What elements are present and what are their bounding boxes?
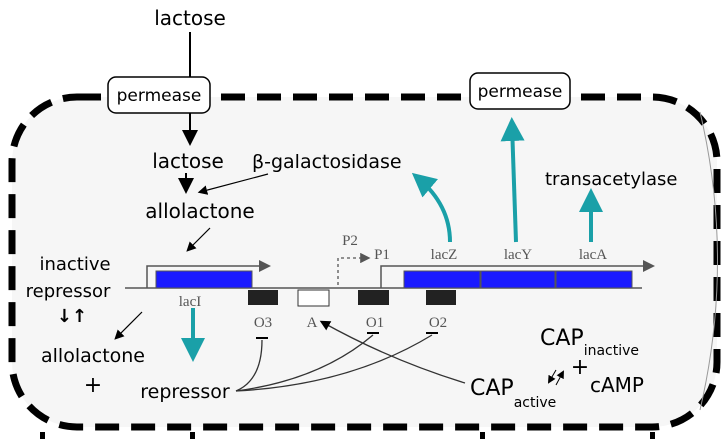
cap-equilibrium-arrows [547, 369, 564, 386]
beta-gal-arrow [197, 173, 269, 195]
lacA-label: lacA [579, 247, 607, 263]
inactive-repressor-line2: repressor [26, 281, 111, 302]
P2-promoter-arrow [337, 252, 371, 285]
permease-left-box [107, 76, 211, 114]
allolactone-arrow [186, 227, 211, 252]
lactose-inside-label: lactose [152, 149, 224, 173]
allolactone-top-label: allolactone [145, 199, 254, 223]
lacI-label: lacI [179, 294, 201, 310]
operator-O1 [358, 290, 389, 305]
permease-left-label: permease [117, 86, 202, 106]
lactose-outside-label: lactose [154, 6, 226, 30]
O1-label: O1 [366, 315, 384, 331]
lacZ-gene [403, 270, 481, 289]
lacY-label: lacY [504, 247, 532, 263]
O3-label: O3 [254, 315, 272, 331]
equilibrium-arrows: ↓↑ [57, 306, 87, 327]
permease-right-label: permease [478, 82, 563, 102]
P1-label: P1 [374, 247, 390, 263]
dissociation-arrow [114, 311, 143, 340]
P1-promoter-arrow [380, 260, 655, 288]
lacA-gene [555, 270, 633, 289]
permease-right-box [469, 72, 571, 110]
P2-label: P2 [342, 233, 358, 249]
plus-right: + [571, 355, 589, 380]
lacY-gene [480, 270, 556, 289]
O2-label: O2 [429, 315, 447, 331]
lacY-product-arrow [500, 117, 525, 243]
plus-left: + [84, 373, 102, 398]
inhibition-bars [256, 332, 438, 339]
cap-to-A-arrow [319, 320, 466, 384]
beta-galactosidase-label: β-galactosidase [252, 151, 402, 173]
lacI-gene [155, 270, 253, 289]
lacZ-label: lacZ [431, 247, 458, 263]
camp-label: cAMP [590, 373, 644, 397]
allolactone-bottom-label: allolactone [41, 345, 145, 367]
lacI-promoter-arrow [146, 260, 271, 288]
outer-arc [699, 111, 718, 411]
transacetylase-label: transacetylase [545, 169, 677, 190]
repressor-inhibition-lines [235, 334, 433, 392]
operator-O3 [248, 290, 278, 305]
cap-active-label: CAPactive [470, 376, 556, 411]
operator-O2 [426, 290, 456, 305]
repressor-label: repressor [140, 381, 230, 403]
cap-inactive-label: CAPinactive [540, 326, 639, 359]
bottom-dashes [40, 432, 655, 439]
cap-site-A [297, 289, 330, 307]
lacZ-product-arrow [411, 172, 452, 243]
A-label: A [307, 315, 318, 331]
inactive-repressor-line1: inactive [39, 254, 110, 275]
